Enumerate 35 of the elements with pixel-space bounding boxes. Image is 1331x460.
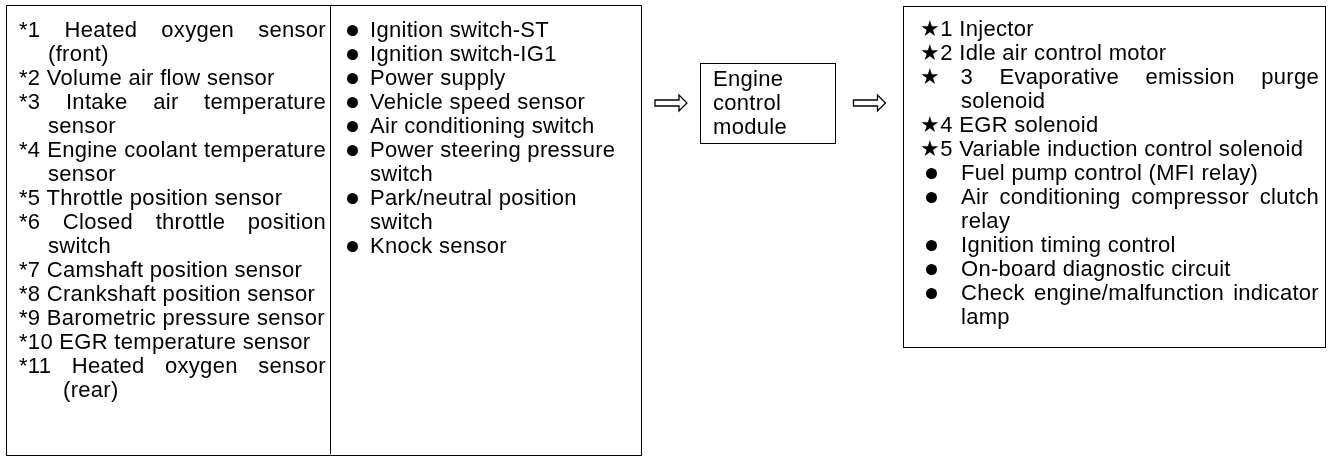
hollow-arrow	[852, 93, 887, 113]
list-item: Air conditioning switch	[347, 113, 641, 138]
list-item: Park/neutral position switch	[347, 185, 641, 234]
list-item: Power supply	[347, 65, 641, 90]
list-item: *5 Throttle position sensor	[19, 186, 284, 210]
output-panel	[903, 6, 1326, 348]
list-item: *10 EGR temperature sensor	[19, 330, 312, 354]
module-label: Engine control module	[713, 67, 788, 139]
list-item: Ignition switch-ST	[347, 17, 641, 42]
list-item: *7 Camshaft position sensor	[19, 258, 304, 282]
list-item: *2 Volume air flow sensor	[19, 66, 276, 90]
input-panel	[6, 5, 642, 456]
list-item: *3 Intake air temperature sensor	[19, 90, 326, 138]
list-item: Ignition switch-IG1	[347, 41, 641, 66]
list-item: Knock sensor	[347, 233, 641, 258]
list-item: Fuel pump control (MFI relay)	[920, 161, 1319, 185]
list-item: *4 Engine coolant temperature sensor	[19, 138, 326, 186]
list-item: *11 Heated oxygen sensor (rear)	[19, 354, 326, 402]
list-item: On-board diagnostic circuit	[920, 257, 1319, 281]
process-box	[700, 63, 836, 144]
list-item: *1 Heated oxygen sensor (front)	[19, 18, 326, 66]
list-item: Vehicle speed sensor	[347, 89, 641, 114]
list-item: ★3 Evaporative emission purge solenoid	[920, 65, 1319, 113]
hollow-arrow	[654, 93, 688, 113]
list-item: Air conditioning compressor clutch relay	[920, 185, 1319, 233]
list-item: ★2 Idle air control motor	[920, 41, 1168, 65]
list-item: *9 Barometric pressure sensor	[19, 306, 326, 330]
list-item: ★1 Injector	[920, 17, 1035, 41]
list-item: *6 Closed throttle position switch	[19, 210, 326, 258]
list-item: Power steering pressure switch	[347, 137, 641, 186]
list-item: ★4 EGR solenoid	[920, 113, 1100, 137]
list-item: Check engine/malfunction indicator lamp	[920, 281, 1319, 329]
list-item: ★5 Variable induction control solenoid	[920, 137, 1305, 161]
list-item: Ignition timing control	[920, 233, 1319, 257]
list-item: *8 Crankshaft position sensor	[19, 282, 317, 306]
